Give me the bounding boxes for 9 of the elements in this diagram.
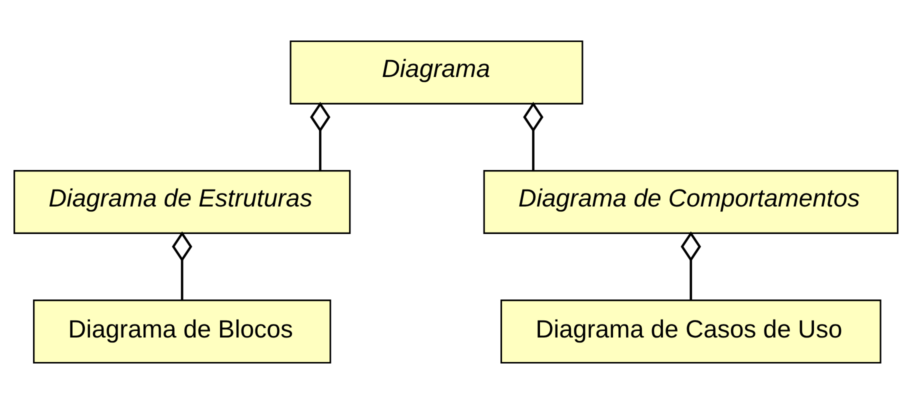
node-box: Diagrama de Blocos xyxy=(33,299,332,364)
connector xyxy=(310,101,330,170)
connector xyxy=(172,230,192,300)
node-box: Diagrama de Comportamentos xyxy=(483,170,898,234)
node-box: Diagrama xyxy=(290,40,584,104)
connector xyxy=(680,230,702,300)
connector xyxy=(523,101,544,170)
node-box: Diagrama de Casos de Uso xyxy=(500,299,882,364)
node-box: Diagrama de Estruturas xyxy=(14,170,351,234)
